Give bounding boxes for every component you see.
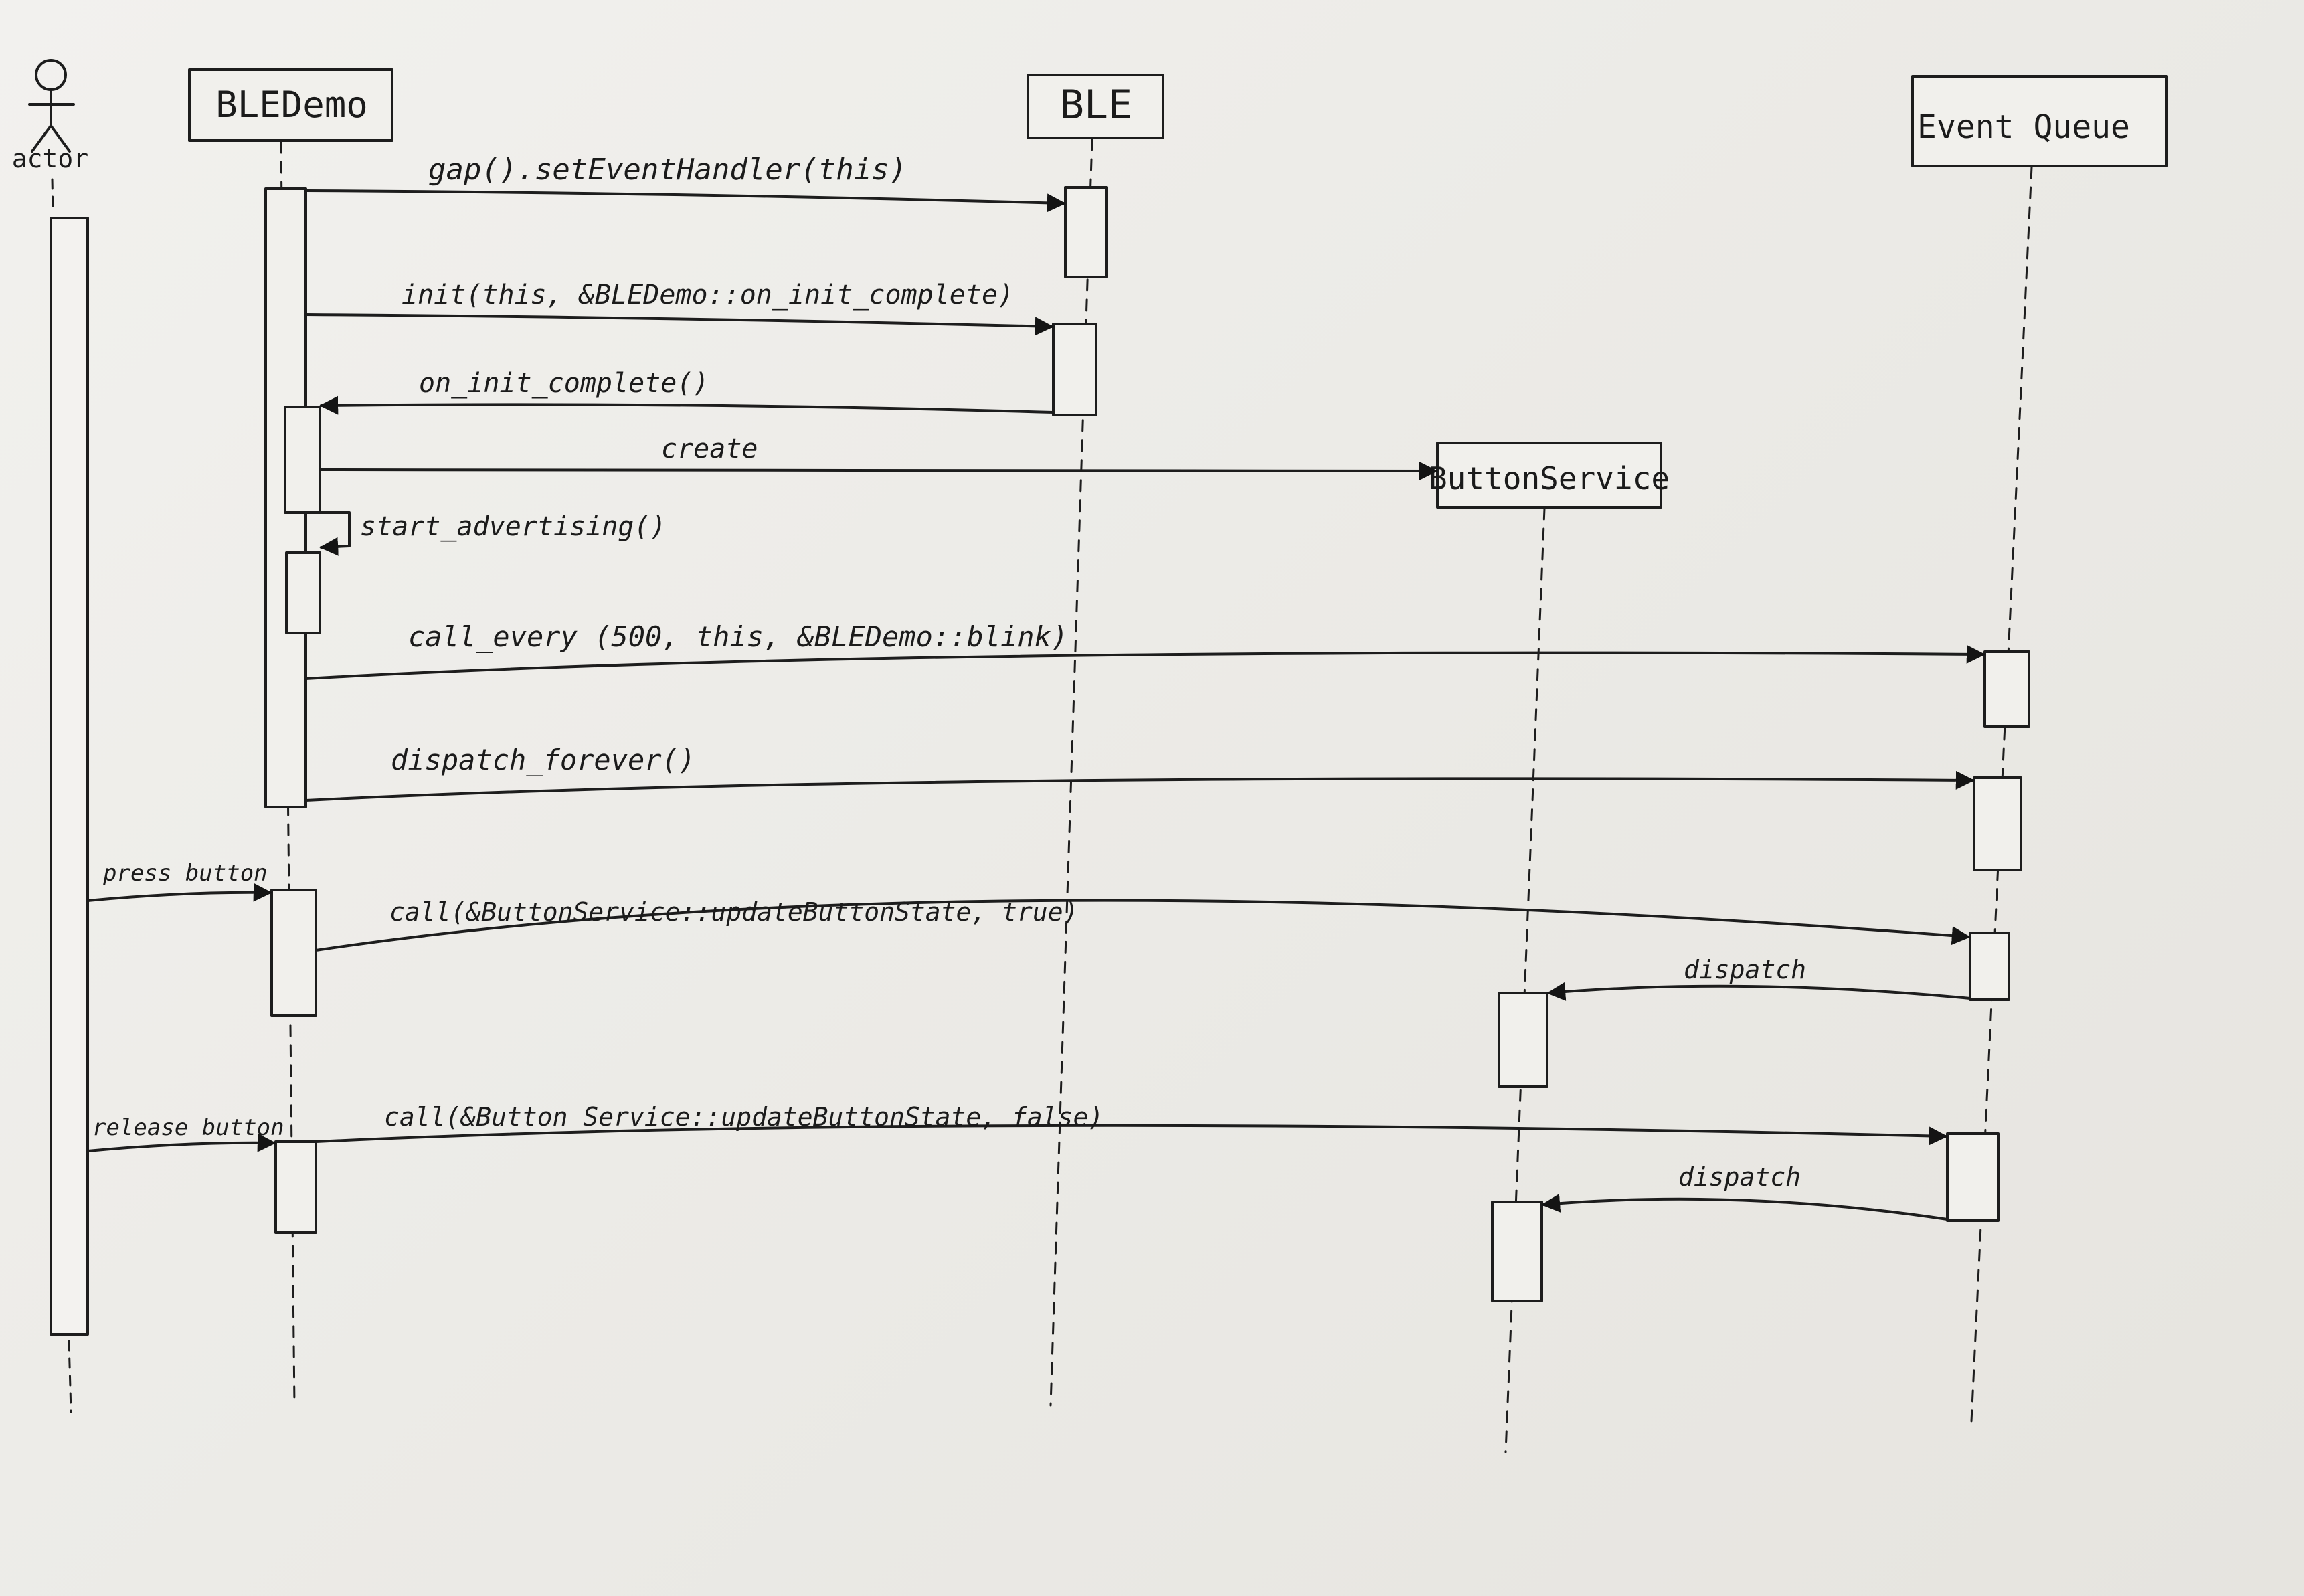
message-label-m12: call(&Button Service::updateButtonState,… — [384, 1102, 1103, 1132]
message-label-m13: dispatch — [1678, 1162, 1801, 1192]
participant-label-buttonservice: ButtonService — [1429, 460, 1670, 497]
message-label-m5: start_advertising() — [360, 511, 667, 542]
ble-activation-handler — [1064, 186, 1108, 278]
message-arrow-m11 — [86, 1133, 276, 1152]
eventqueue-activation-dispatch-forever — [1973, 776, 2022, 871]
message-label-m9: call(&ButtonService::updateButtonState, … — [389, 897, 1079, 927]
message-label-m4: create — [661, 434, 758, 464]
message-label-m1: gap().setEventHandler(this) — [428, 153, 907, 187]
buttonservice-activation-release — [1491, 1201, 1543, 1302]
participant-label-bledemo: BLEDemo — [215, 84, 368, 126]
message-arrow-m7 — [304, 770, 1975, 802]
message-arrow-m9 — [315, 899, 1971, 952]
bledemo-activation-press — [270, 889, 317, 1017]
participant-label-ble: BLE — [1060, 82, 1132, 128]
message-label-m7: dispatch_forever() — [391, 743, 695, 776]
participant-box-ble — [1027, 74, 1164, 139]
buttonservice-activation-press — [1498, 992, 1548, 1088]
bledemo-activation-release — [274, 1140, 317, 1234]
actor-figure — [28, 59, 75, 153]
message-label-m11: release button — [92, 1114, 284, 1141]
message-arrow-m12 — [315, 1124, 1948, 1146]
actor-label: actor — [12, 144, 88, 173]
message-arrow-m5 — [319, 511, 351, 556]
buttonservice-lifeline — [1504, 507, 1546, 1453]
message-label-m8: press button — [102, 860, 268, 887]
actor-activation-bar — [50, 217, 89, 1336]
actor-lifeline-top — [51, 178, 54, 214]
bledemo-activation-init-complete — [284, 406, 321, 514]
message-arrow-m2 — [304, 313, 1054, 336]
message-arrow-m3 — [319, 395, 1055, 415]
participant-label-eventqueue: Event Queue — [1917, 108, 2130, 146]
message-arrow-m8 — [86, 883, 272, 902]
eventqueue-activation-press-call — [1969, 932, 2010, 1001]
message-arrow-m4 — [319, 461, 1438, 480]
message-arrow-m6 — [304, 644, 1985, 680]
eventqueue-activation-release-call — [1946, 1132, 2000, 1222]
message-arrow-m1 — [304, 189, 1066, 213]
message-arrow-m13 — [1541, 1193, 1949, 1221]
message-label-m3: on_init_complete() — [419, 368, 709, 399]
participant-box-eventqueue — [1911, 75, 2168, 167]
message-label-m10: dispatch — [1684, 955, 1806, 984]
actor-lifeline-bottom — [68, 1340, 72, 1413]
ble-activation-init — [1052, 323, 1097, 416]
message-label-m6: call_every (500, this, &BLEDemo::blink) — [408, 620, 1068, 653]
bledemo-activation-advertising — [285, 551, 321, 634]
eventqueue-activation-call-every — [1983, 650, 2030, 728]
message-label-m2: init(this, &BLEDemo::on_init_complete) — [402, 280, 1014, 311]
participant-box-bledemo — [188, 68, 393, 142]
message-arrow-m10 — [1546, 982, 1971, 1001]
